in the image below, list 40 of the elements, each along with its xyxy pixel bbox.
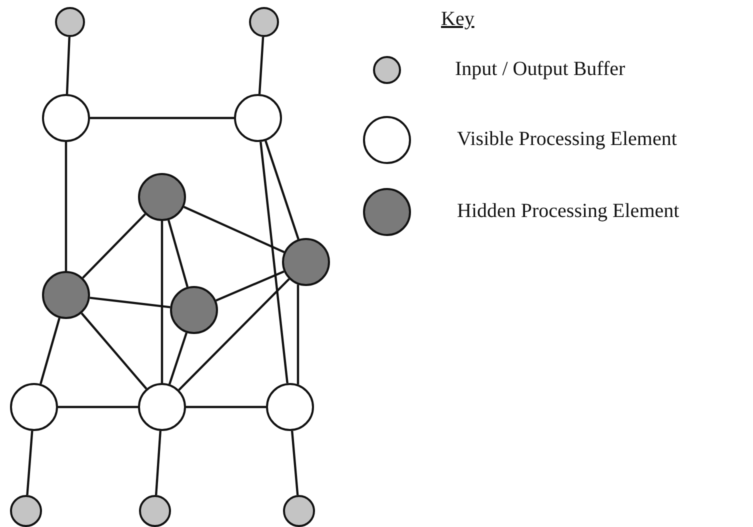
visible-element-circle (234, 94, 282, 142)
connector-line (160, 221, 164, 383)
connector-line (216, 270, 284, 302)
key-heading: Key (441, 8, 474, 31)
connector-line (168, 332, 188, 385)
buffer-circle (283, 495, 315, 527)
connector-line (80, 312, 148, 390)
connector-line (66, 36, 70, 94)
connector-line (58, 406, 138, 408)
connector-line (64, 142, 68, 271)
buffer-circle (249, 7, 279, 37)
legend-label: Hidden Processing Element (457, 200, 680, 223)
buffer-circle (10, 495, 42, 527)
legend-label: Visible Processing Element (457, 128, 677, 151)
connector-line (82, 213, 146, 279)
connector-line (154, 430, 162, 496)
hidden-element-circle (282, 238, 330, 286)
visible-element-circle (138, 383, 186, 431)
hidden-element-circle (138, 173, 186, 221)
connector-line (296, 284, 300, 384)
buffer-circle (55, 7, 85, 37)
visible-element-circle (10, 383, 58, 431)
connector-line (90, 116, 234, 120)
connector-line (290, 430, 299, 496)
connector-line (167, 220, 189, 288)
connector-line (258, 36, 264, 94)
connector-line (183, 206, 285, 254)
connector-line (40, 318, 60, 384)
connector-line (26, 430, 34, 496)
visible-element-circle (266, 383, 314, 431)
visible-element-circle (42, 94, 90, 142)
buffer-circle (139, 495, 171, 527)
legend-label: Input / Output Buffer (455, 58, 626, 81)
connector-line (186, 406, 266, 408)
connector-line (90, 296, 170, 308)
connector-line (178, 278, 290, 391)
hidden-element-circle (170, 286, 218, 334)
hidden-element-circle (42, 271, 90, 319)
connector-line (264, 140, 300, 240)
connector-line (260, 142, 288, 384)
